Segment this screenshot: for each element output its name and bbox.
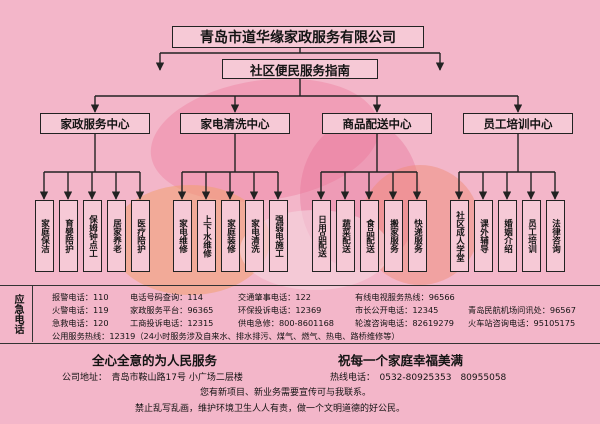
service-item: 居家养老 xyxy=(107,200,126,272)
divider xyxy=(0,343,600,344)
contact-item: 火警电话：119 xyxy=(52,305,109,315)
service-item: 蔬菜配送 xyxy=(336,200,355,272)
contact-item: 急救电话：120 xyxy=(52,318,109,328)
contact-item: 工商投诉电话：12315 xyxy=(130,318,214,328)
slogan-right: 祝每一个家庭幸福美满 xyxy=(338,353,464,368)
guide-title: 社区便民服务指南 xyxy=(222,59,378,79)
contact-item: 有线电视服务热线：96566 xyxy=(355,292,455,302)
service-item: 家电维修 xyxy=(173,200,192,272)
center-housekeeping: 家政服务中心 xyxy=(40,113,150,134)
service-item: 医疗陪护 xyxy=(131,200,150,272)
notice-advertise: 您有新项目、新业务需要宣传可与我联系。 xyxy=(200,388,372,398)
center-staff-training: 员工培训中心 xyxy=(463,113,573,134)
center-goods-delivery: 商品配送中心 xyxy=(322,113,432,134)
contact-item: 电话号码查询：114 xyxy=(130,292,203,302)
service-item: 婚姻介绍 xyxy=(498,200,517,272)
service-item: 课外辅导 xyxy=(474,200,493,272)
contact-item: 家政服务平台：96365 xyxy=(130,305,214,315)
service-item: 育婴陪护 xyxy=(59,200,78,272)
company-address: 公司地址： 青岛市鞍山路17号 小广场二层楼 xyxy=(62,373,243,383)
divider xyxy=(32,286,33,342)
divider xyxy=(0,285,600,286)
service-item: 搬家服务 xyxy=(384,200,403,272)
service-item: 保姆钟点工 xyxy=(83,200,102,272)
center-appliance-cleaning: 家电清洗中心 xyxy=(180,113,290,134)
service-item: 强弱电施工 xyxy=(269,200,288,272)
company-title: 青岛市道华缘家政服务有限公司 xyxy=(172,26,424,48)
contact-item: 市长公开电话：12345 xyxy=(355,305,439,315)
contact-item: 环保投诉电话：12369 xyxy=(238,305,322,315)
service-item: 食品配送 xyxy=(360,200,379,272)
contact-item: 交通肇事电话：122 xyxy=(238,292,311,302)
service-item: 社区成人学堂 xyxy=(450,200,469,272)
service-item: 家庭装修 xyxy=(221,200,240,272)
service-item: 法律咨询 xyxy=(546,200,565,272)
contact-item: 报警电话：110 xyxy=(52,292,109,302)
hotline: 热线电话： 0532-80925353 80955058 xyxy=(330,373,507,383)
public-service-line: 公用服务热线：12319（24小时服务涉及自来水、排水排污、煤气、燃气、热电、路… xyxy=(52,331,400,341)
contact-item: 火车站咨询电话：95105175 xyxy=(468,318,576,328)
service-item: 快递服务 xyxy=(408,200,427,272)
service-item: 日用品配送 xyxy=(312,200,331,272)
slogan-left: 全心全意的为人民服务 xyxy=(92,353,218,368)
contact-item: 轮渡咨询电话：82619279 xyxy=(355,318,454,328)
contact-item: 青岛民航机场问讯处：96567 xyxy=(468,305,576,315)
service-item: 家电清洗 xyxy=(245,200,264,272)
service-item: 上下水维修 xyxy=(197,200,216,272)
service-item: 员工培训 xyxy=(522,200,541,272)
notice-civility: 禁止乱写乱画，维护环境卫生人人有责，做一个文明道德的好公民。 xyxy=(135,404,406,414)
service-item: 家庭保洁 xyxy=(35,200,54,272)
contact-item: 供电急修：800-8601168 xyxy=(238,318,334,328)
emergency-label: 应急电话 xyxy=(12,294,23,334)
